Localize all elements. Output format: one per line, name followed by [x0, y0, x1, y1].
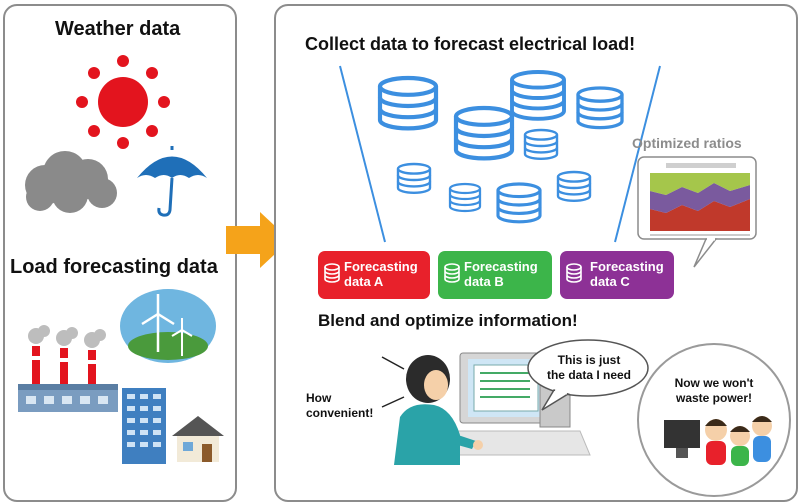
- database-icon: [510, 70, 566, 121]
- database-icon: [523, 128, 559, 161]
- forecasting-b-line2: data B: [464, 274, 504, 289]
- sun-icon: [76, 55, 170, 149]
- how-convenient-line2: convenient!: [306, 406, 374, 420]
- cloud-icon: [25, 151, 117, 213]
- speech-bubble-text: This is just the data I need: [534, 353, 644, 383]
- forecasting-b-line1: Forecasting: [464, 259, 538, 274]
- factory-icon: [18, 325, 118, 412]
- database-icon: [496, 182, 542, 224]
- wind-turbine-icon: [120, 289, 216, 363]
- database-icon: [576, 86, 624, 130]
- optimized-ratios-label: Optimized ratios: [632, 135, 742, 151]
- database-icon: [556, 170, 592, 203]
- database-icon: [444, 263, 460, 283]
- database-icon: [566, 263, 582, 283]
- family-caption: Now we won't waste power!: [664, 376, 764, 406]
- optimized-ratios-chart: [637, 156, 757, 268]
- how-convenient-text: How convenient!: [306, 391, 373, 421]
- how-convenient-line1: How: [306, 391, 332, 405]
- weather-data-title: Weather data: [55, 18, 181, 40]
- family-line1: Now we won't: [674, 376, 754, 390]
- speech-line1: This is just: [557, 353, 621, 367]
- umbrella-icon: [137, 146, 207, 217]
- family-circle: [637, 343, 791, 497]
- database-icon: [380, 78, 436, 128]
- database-icon: [456, 108, 512, 158]
- blend-optimize-title: Blend and optimize information!: [318, 311, 578, 330]
- speech-bubble: [527, 339, 649, 411]
- house-icon: [172, 416, 224, 462]
- database-icon: [448, 182, 482, 213]
- database-icons: [370, 70, 624, 224]
- database-icon: [396, 162, 432, 195]
- office-building-icon: [122, 388, 166, 464]
- family-line2: waste power!: [675, 391, 753, 405]
- speech-line2: the data I need: [546, 368, 632, 382]
- forecasting-a-line2: data A: [344, 274, 384, 289]
- forecasting-c-line2: data C: [590, 274, 630, 289]
- database-icon: [324, 263, 340, 283]
- forecasting-c-line1: Forecasting: [590, 259, 664, 274]
- collect-data-title: Collect data to forecast electrical load…: [305, 34, 636, 54]
- load-forecasting-title: Load forecasting data: [10, 256, 218, 278]
- funnel-lines: [339, 65, 661, 243]
- forecasting-a-line1: Forecasting: [344, 259, 418, 274]
